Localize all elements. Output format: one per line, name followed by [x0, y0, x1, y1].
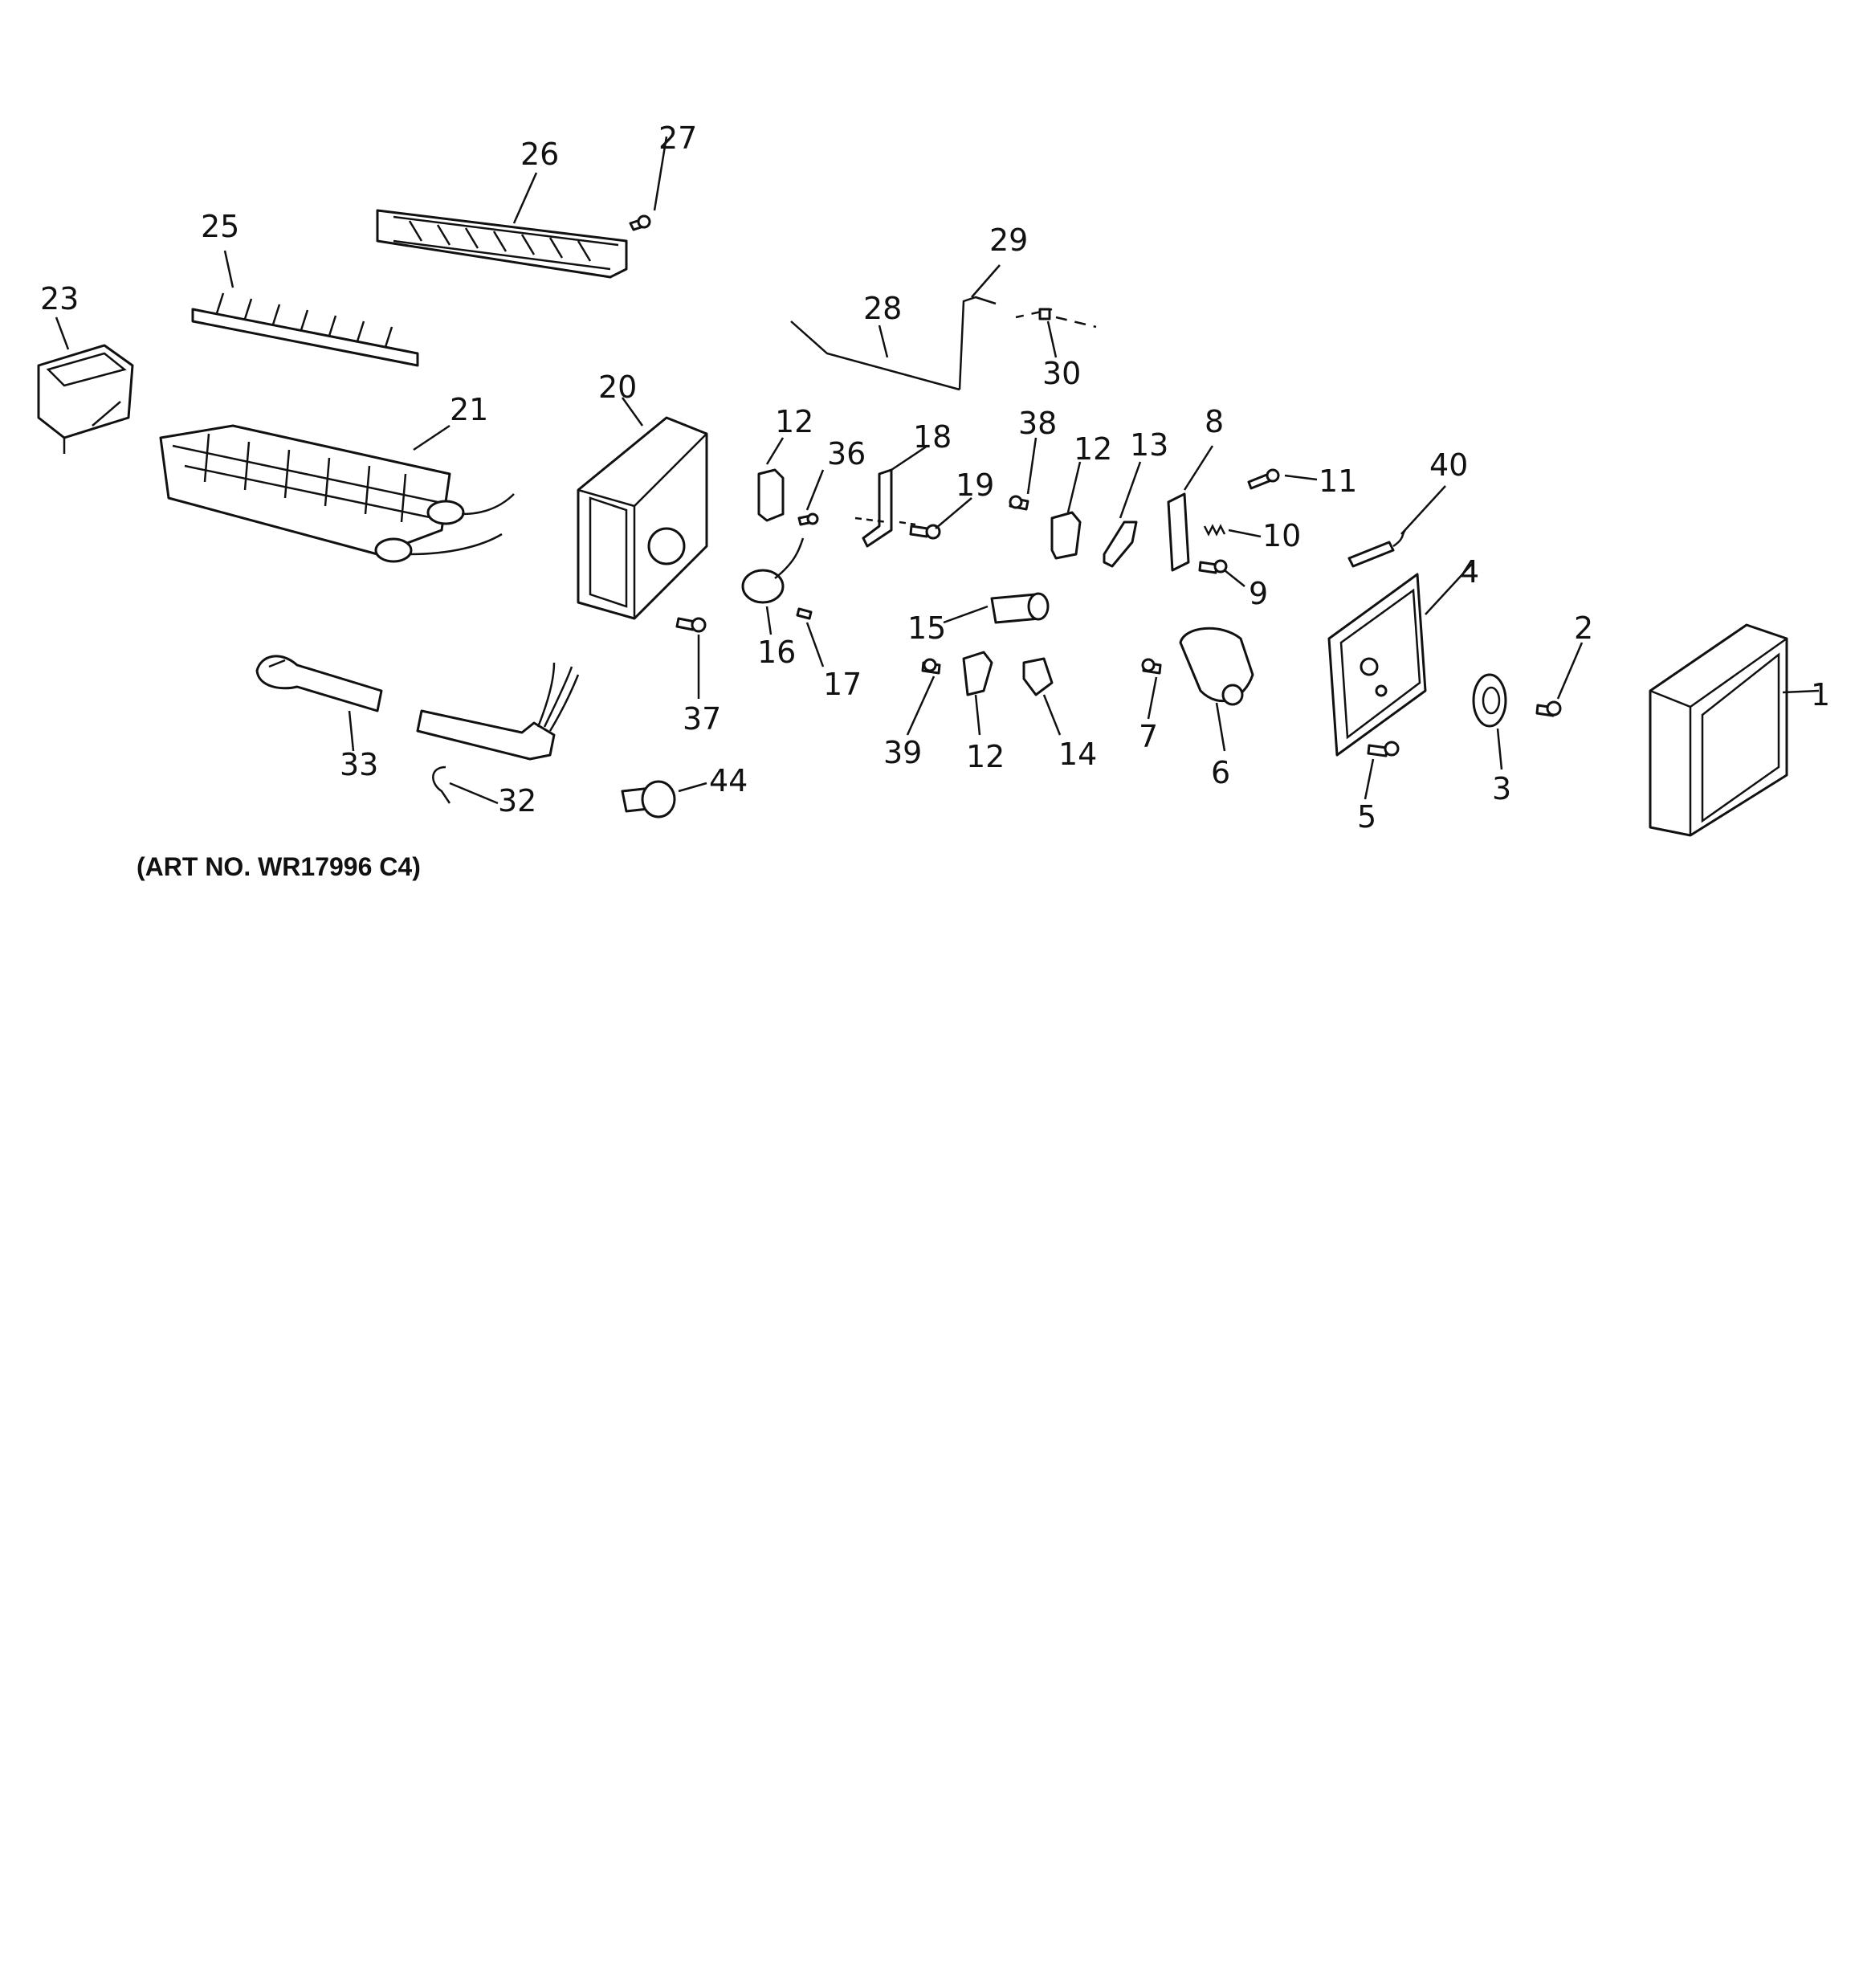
part-40-heater: [1347, 529, 1406, 568]
callout-9: 9: [1249, 576, 1268, 611]
part-39-screw: [921, 658, 941, 675]
callout-39: 39: [883, 735, 922, 770]
part-2-screw: [1535, 700, 1562, 717]
part-12-switch-b: [1050, 511, 1082, 560]
callout-2: 2: [1574, 610, 1593, 646]
callout-6: 6: [1211, 755, 1230, 790]
part-21-mold: [159, 424, 515, 563]
callout-17: 17: [823, 667, 862, 702]
callout-33: 33: [340, 747, 378, 782]
part-37-screw: [675, 617, 707, 633]
callout-8: 8: [1205, 404, 1224, 439]
part-8-bracket: [1167, 492, 1190, 572]
callout-numbers: 26 27 25 23 21 20 28 29 30 12 36 18 19 3…: [40, 120, 1830, 835]
callout-7: 7: [1139, 719, 1158, 754]
callout-4: 4: [1460, 554, 1479, 590]
callout-11: 11: [1319, 463, 1357, 499]
part-harness: [416, 662, 580, 761]
callout-13: 13: [1130, 427, 1168, 463]
part-16-motor: [741, 537, 805, 604]
part-12-switch-c: [962, 651, 993, 696]
callout-40: 40: [1429, 447, 1468, 483]
part-13-cam: [1103, 520, 1138, 568]
callout-20: 20: [598, 369, 637, 405]
leader-lines: [55, 136, 1820, 805]
part-12-switch-a: [757, 468, 785, 522]
part-36-screw: [797, 512, 819, 526]
part-11-screw: [1247, 468, 1280, 490]
callout-15: 15: [907, 610, 946, 646]
part-6-motor: [1179, 627, 1254, 706]
callout-19: 19: [956, 467, 994, 503]
callout-12c: 12: [966, 739, 1005, 774]
callout-25: 25: [201, 209, 239, 244]
art-number-label: (ART NO. WR17996 C4): [137, 852, 421, 881]
part-5-screw: [1367, 741, 1400, 757]
callout-5: 5: [1357, 799, 1376, 835]
callout-10: 10: [1262, 518, 1301, 553]
part-1-cover: [1649, 623, 1788, 837]
part-38-screw: [1009, 495, 1029, 511]
callout-23: 23: [40, 281, 79, 316]
part-27-screw: [629, 214, 651, 231]
callout-27: 27: [658, 120, 697, 156]
part-44-plug: [621, 780, 676, 818]
part-28-29-arm: [790, 296, 1097, 391]
part-14-clip: [1022, 657, 1054, 696]
part-33-tube: [255, 655, 383, 712]
part-19-screw: [909, 524, 941, 540]
callout-38: 38: [1018, 406, 1057, 441]
callout-36: 36: [827, 436, 866, 471]
part-15-thermostat: [990, 592, 1050, 624]
part-9-screw: [1198, 559, 1228, 574]
part-17-screw: [796, 607, 813, 620]
part-18-lever: [854, 468, 916, 548]
callout-16: 16: [757, 635, 796, 670]
callout-37: 37: [683, 701, 721, 737]
callout-21: 21: [450, 392, 488, 427]
callout-44: 44: [709, 763, 748, 798]
part-3-gear: [1472, 673, 1507, 728]
part-23-bin: [37, 344, 134, 454]
part-4-plate: [1327, 573, 1427, 757]
callout-30: 30: [1042, 356, 1081, 391]
part-10-spring: [1203, 524, 1226, 537]
part-7-screw: [1141, 658, 1162, 675]
part-25-ejector: [191, 292, 419, 367]
callout-29: 29: [989, 222, 1028, 258]
part-20-housing: [577, 416, 708, 620]
callout-3: 3: [1492, 771, 1511, 806]
callout-12a: 12: [775, 404, 813, 439]
callout-18: 18: [913, 419, 952, 455]
part-32-clip: [432, 765, 451, 804]
part-26-cover: [376, 209, 628, 279]
callout-26: 26: [520, 137, 559, 172]
callout-12b: 12: [1074, 431, 1112, 467]
callout-32: 32: [498, 783, 536, 818]
callout-28: 28: [863, 291, 902, 326]
callout-1: 1: [1811, 677, 1830, 712]
callout-14: 14: [1058, 737, 1097, 772]
